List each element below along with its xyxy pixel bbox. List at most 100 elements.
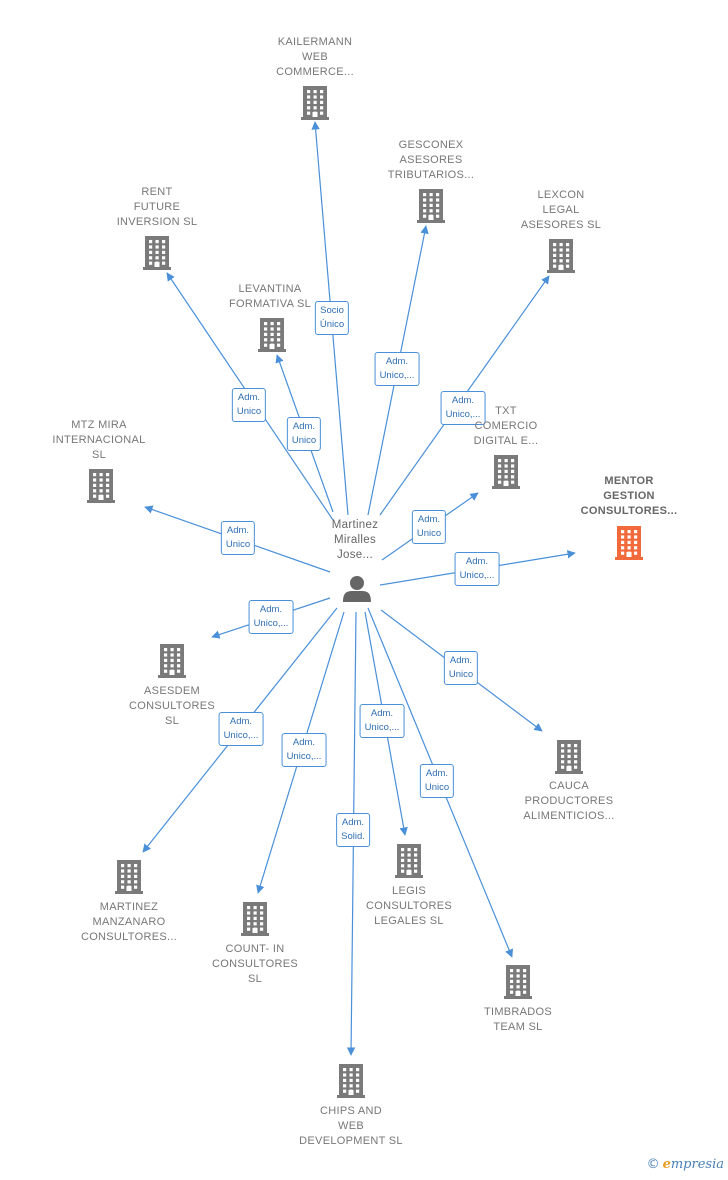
legis-role-badge[interactable]: Adm. Unico,... xyxy=(359,704,405,738)
company-kailermann-label-line: KAILERMANN xyxy=(277,36,353,48)
timbrados-role-badge[interactable]: Adm. Unico xyxy=(419,764,455,798)
levantina-building-icon[interactable] xyxy=(258,318,286,352)
company-mtz-mira-label-line: SL xyxy=(91,449,107,461)
company-txt-comercio-label-line: DIGITAL E... xyxy=(473,435,539,447)
role-badge-line: Adm. xyxy=(229,716,253,727)
person-name-label-line: Miralles xyxy=(333,534,376,546)
person-name-label-line: Jose... xyxy=(337,549,373,561)
company-lexcon-label-line: LEXCON xyxy=(537,189,585,201)
company-cauca-label-line: CAUCA xyxy=(548,780,590,792)
chips-role-badge[interactable]: Adm.Solid. xyxy=(336,813,370,847)
company-asesdem-label-line: ASESDEM xyxy=(144,685,200,697)
gesconex-role-badge[interactable]: Adm.Unico,... xyxy=(374,352,420,386)
mtz-mira-building-icon[interactable] xyxy=(87,469,115,503)
company-count-in-label-line: SL xyxy=(247,973,263,985)
company-rent-future-label-line: FUTURE xyxy=(133,201,181,213)
company-lexcon-label-line: ASESORES SL xyxy=(520,219,602,231)
asesdem-role-badge[interactable]: Adm.Unico,... xyxy=(248,600,294,634)
kailermann-building-icon[interactable] xyxy=(301,86,329,120)
timbrados-building-icon[interactable] xyxy=(504,965,532,999)
company-levantina-label-line: LEVANTINA xyxy=(238,283,302,295)
role-badge-line: Único xyxy=(319,319,345,330)
company-lexcon-label-line: LEGAL xyxy=(542,204,580,216)
chips-building-icon[interactable] xyxy=(337,1064,365,1098)
txt-comercio-role-badge[interactable]: Adm.Unico xyxy=(411,510,447,544)
company-mentor-label-line: GESTION xyxy=(603,490,655,502)
role-badge-line: Adm. xyxy=(465,556,489,567)
role-badge-line: Adm. xyxy=(237,392,261,403)
role-badge-line: Solid. xyxy=(341,831,365,842)
cauca-role-badge[interactable]: Adm.Unico xyxy=(443,651,479,685)
legis-building-icon[interactable] xyxy=(395,844,423,878)
company-count-in-label-line: CONSULTORES xyxy=(211,958,299,970)
rent-future-building-icon[interactable] xyxy=(143,236,171,270)
rent-future-role-badge[interactable]: Adm. Unico xyxy=(231,388,267,422)
company-cauca-label[interactable]: CAUCA PRODUCTORES ALIMENTICIOS... xyxy=(523,779,614,824)
role-badge-line: Adm. xyxy=(425,768,449,779)
company-martinez-manzanaro-label-line: CONSULTORES... xyxy=(80,931,178,943)
role-badge-line: Unico xyxy=(448,669,474,680)
lexcon-building-icon[interactable] xyxy=(547,239,575,273)
mentor-building-icon[interactable] xyxy=(615,526,643,560)
company-lexcon-label[interactable]: LEXCON LEGAL ASESORES SL xyxy=(521,188,601,233)
martinez-manzanaro-building-icon[interactable] xyxy=(115,860,143,894)
mtz-mira-role-badge[interactable]: Adm. Unico xyxy=(220,521,256,555)
company-asesdem-label-line: SL xyxy=(164,715,180,727)
role-badge-line: Unico,... xyxy=(459,570,495,581)
company-gesconex-label-line: GESCONEX xyxy=(398,139,464,151)
role-badge-line: Socio xyxy=(320,305,344,316)
brand-name: mpresia xyxy=(670,1157,724,1172)
company-chips-label-line: WEB xyxy=(338,1120,364,1132)
company-asesdem-label[interactable]: ASESDEM CONSULTORES SL xyxy=(129,684,215,729)
role-badge-line: Adm. xyxy=(451,395,475,406)
person-icon[interactable] xyxy=(343,576,371,602)
role-badge-line: Unico xyxy=(236,406,262,417)
company-martinez-manzanaro-label-line: MANZANARO xyxy=(92,916,166,928)
role-badge-line: Adm. xyxy=(370,708,394,719)
mentor-role-badge[interactable]: Adm. Unico,... xyxy=(454,552,500,586)
company-asesdem-label-line: CONSULTORES xyxy=(128,700,216,712)
company-legis-label-line: CONSULTORES xyxy=(365,900,453,912)
company-timbrados-label-line: TIMBRADOS xyxy=(483,1006,553,1018)
role-badge-line: Unico xyxy=(424,782,450,793)
count-in-building-icon[interactable] xyxy=(241,902,269,936)
company-txt-comercio-label-line: TXT xyxy=(495,405,517,417)
person-name-label-line: Martinez xyxy=(331,519,379,531)
role-badge-line: Unico,... xyxy=(364,722,400,733)
company-legis-label-line: LEGALES SL xyxy=(374,915,444,927)
role-badge-line: Unico,... xyxy=(223,730,259,741)
company-mentor-label-line: CONSULTORES... xyxy=(580,505,678,517)
count-in-role-badge[interactable]: Adm.Unico,... xyxy=(281,733,327,767)
levantina-role-badge[interactable]: Adm.Unico xyxy=(286,417,322,451)
role-badge-line: Unico,... xyxy=(253,618,289,629)
gesconex-building-icon[interactable] xyxy=(417,189,445,223)
lexcon-role-badge[interactable]: Adm.Unico,... xyxy=(440,391,486,425)
role-badge-line: Adm. xyxy=(226,525,250,536)
martinez-manzanaro-role-badge[interactable]: Adm. Unico,... xyxy=(218,712,264,746)
company-chips-label-line: DEVELOPMENT SL xyxy=(299,1135,403,1147)
asesdem-building-icon[interactable] xyxy=(158,644,186,678)
cauca-building-icon[interactable] xyxy=(555,740,583,774)
company-cauca-label-line: PRODUCTORES xyxy=(524,795,614,807)
company-gesconex-label-line: ASESORES xyxy=(399,154,463,166)
copyright-symbol: © xyxy=(646,1157,660,1172)
role-badge-line: Unico xyxy=(225,539,251,550)
role-badge-line: Unico,... xyxy=(286,751,322,762)
company-cauca-label-line: ALIMENTICIOS... xyxy=(523,810,615,822)
company-rent-future-label-line: INVERSION SL xyxy=(116,216,198,228)
txt-comercio-building-icon[interactable] xyxy=(492,455,520,489)
